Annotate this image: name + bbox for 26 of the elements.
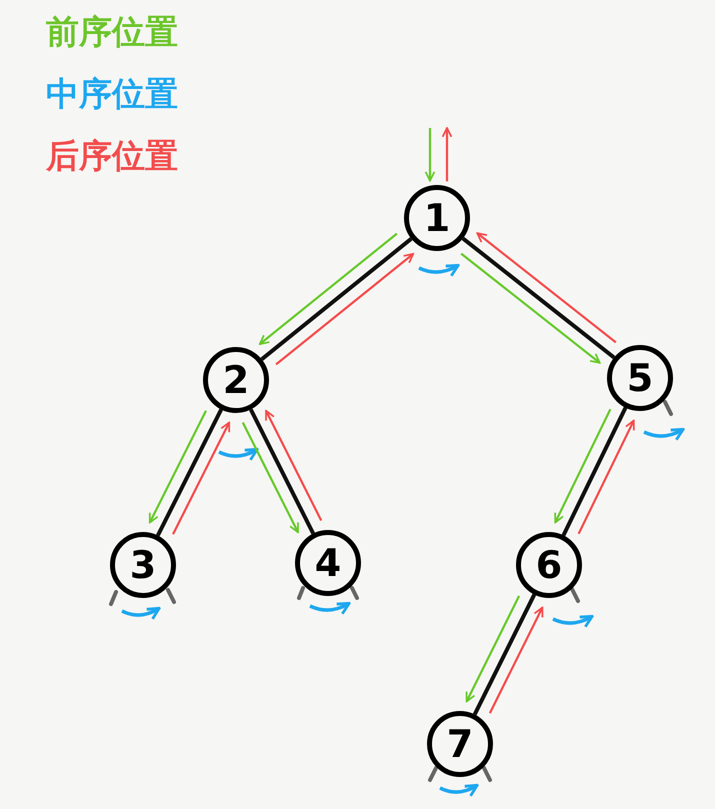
node-number: 7	[446, 725, 474, 763]
arrow	[148, 410, 207, 524]
node-number: 1	[424, 199, 450, 237]
arrow	[258, 232, 398, 346]
node-number: 2	[222, 361, 250, 399]
legend-text: 中序位置	[46, 74, 178, 114]
legend-text: 后序位置	[46, 136, 178, 176]
arrow	[424, 128, 436, 182]
arrow	[460, 252, 601, 364]
node-number: 6	[536, 546, 562, 584]
arrow	[488, 606, 544, 714]
legend-text: 前序位置	[46, 12, 178, 52]
tree-edge	[462, 236, 616, 360]
arrow	[172, 422, 230, 535]
arrow	[265, 410, 322, 522]
node-number: 5	[626, 359, 654, 397]
arrow	[554, 408, 612, 524]
node-number: 4	[314, 544, 342, 582]
arrow	[242, 422, 299, 534]
arrow	[442, 127, 452, 182]
arrow	[466, 595, 520, 702]
arrow	[275, 252, 414, 366]
arrow	[578, 420, 635, 534]
arrow	[476, 232, 617, 344]
tree-edge	[260, 237, 413, 361]
node-number: 3	[130, 546, 156, 584]
